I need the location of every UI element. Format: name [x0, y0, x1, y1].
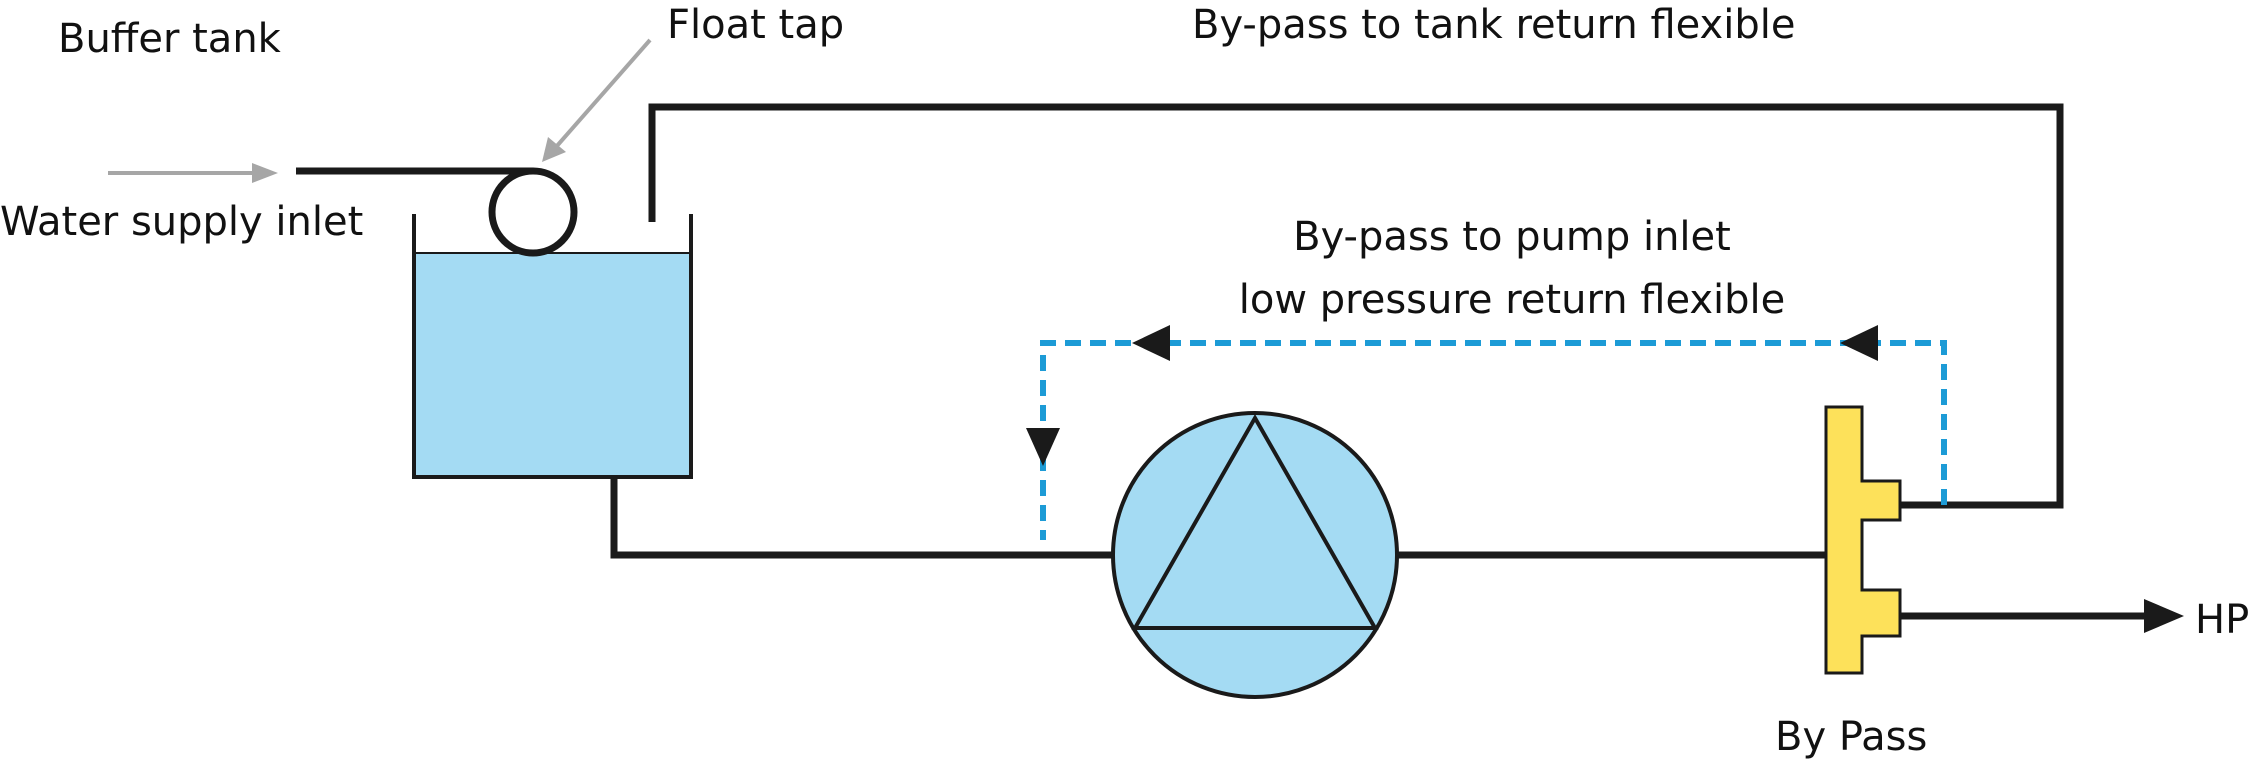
- float-ball-icon: [488, 167, 578, 257]
- tank-water: [414, 253, 691, 477]
- flow-arrow-icon: [1026, 428, 1060, 466]
- float-tap-label: Float tap: [667, 2, 845, 48]
- pump-inlet-pipe: [610, 477, 1113, 559]
- flow-arrow-icon: [1840, 325, 1878, 361]
- by-pass-label: By Pass: [1775, 714, 1928, 760]
- tank-return-pipe: [648, 103, 2064, 509]
- pump-icon: [1111, 411, 1399, 699]
- buffer-tank-label: Buffer tank: [58, 16, 281, 62]
- flow-arrow-icon: [1132, 325, 1170, 361]
- water-supply-inlet-label: Water supply inlet: [0, 199, 364, 245]
- bypass-tank-return-label: By-pass to tank return flexible: [1192, 2, 1796, 48]
- bypass-pump-inlet-label-line2: low pressure return flexible: [1238, 277, 1786, 323]
- water-supply-arrow: [108, 163, 278, 183]
- float-tap-pointer-arrow: [542, 38, 652, 162]
- bypass-valve-icon: [1824, 405, 1902, 675]
- tank-wall: [412, 214, 693, 479]
- buffer-tank: [412, 214, 693, 479]
- hp-line: [1900, 599, 2184, 633]
- low-pressure-return-line: [1026, 325, 1947, 540]
- bypass-pump-inlet-label-line1: By-pass to pump inlet: [1293, 214, 1731, 260]
- hp-label: HP: [2195, 597, 2250, 643]
